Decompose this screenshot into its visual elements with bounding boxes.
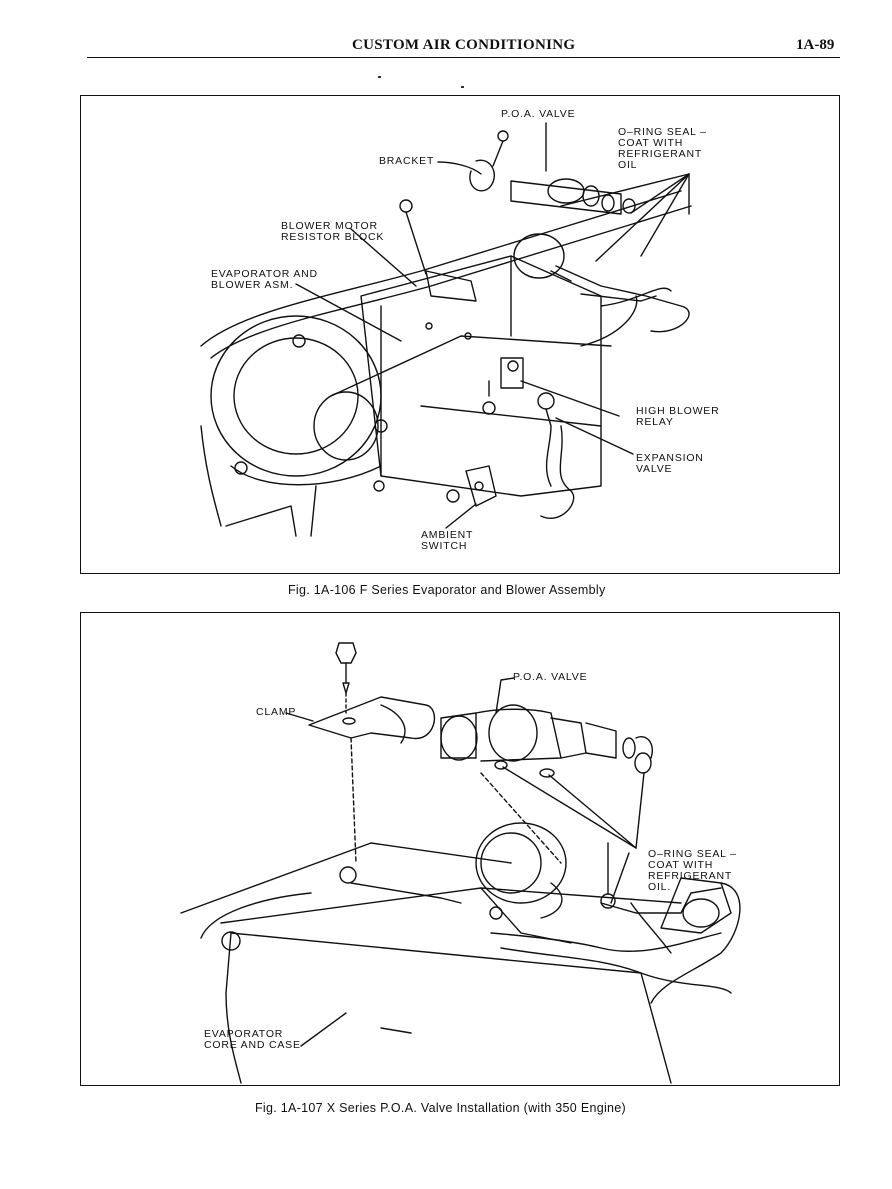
print-speck <box>378 76 381 78</box>
figure-2-drawing <box>180 642 741 1084</box>
label-o-ring-seal-2: O–RING SEAL – COAT WITH REFRIGERANT OIL. <box>648 848 737 893</box>
label-high-blower-relay: HIGH BLOWER RELAY <box>636 405 720 428</box>
figure-2-frame: P.O.A. VALVE CLAMP O–RING SEAL – COAT WI… <box>80 612 840 1086</box>
figure-2-caption: Fig. 1A-107 X Series P.O.A. Valve Instal… <box>255 1101 627 1115</box>
figure-1-frame: P.O.A. VALVE O–RING SEAL – COAT WITH REF… <box>80 95 840 574</box>
label-o-ring-seal: O–RING SEAL – COAT WITH REFRIGERANT OIL <box>618 126 707 171</box>
figure-1-drawing <box>200 122 692 537</box>
page-number: 1A-89 <box>796 37 835 53</box>
label-poa-valve: P.O.A. VALVE <box>501 108 576 120</box>
label-bracket: BRACKET <box>379 155 435 167</box>
page-header-title: CUSTOM AIR CONDITIONING <box>352 37 576 53</box>
label-clamp: CLAMP <box>256 706 297 718</box>
header-rule <box>87 57 840 58</box>
label-evaporator-core-case: EVAPORATOR CORE AND CASE <box>204 1028 301 1051</box>
label-poa-valve-2: P.O.A. VALVE <box>513 671 588 683</box>
label-expansion-valve: EXPANSION VALVE <box>636 452 704 475</box>
label-evaporator-blower-asm: EVAPORATOR AND BLOWER ASM. <box>211 268 318 291</box>
print-speck <box>461 86 464 88</box>
label-ambient-switch: AMBIENT SWITCH <box>421 529 474 552</box>
label-blower-motor-resistor-block: BLOWER MOTOR RESISTOR BLOCK <box>281 220 385 243</box>
figure-1-caption: Fig. 1A-106 F Series Evaporator and Blow… <box>288 583 606 597</box>
